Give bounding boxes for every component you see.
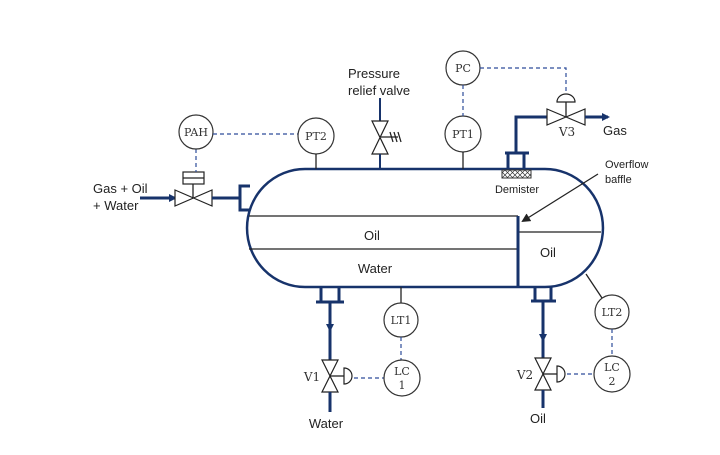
gas-outlet-nozzle — [505, 151, 529, 169]
water-outlet-label: Water — [309, 416, 344, 431]
gas-outlet-label: Gas — [603, 123, 627, 138]
pah-instrument: PAH — [178, 114, 214, 150]
prv-label-2: relief valve — [348, 83, 410, 98]
demister-label: Demister — [495, 184, 539, 196]
svg-text:2: 2 — [609, 375, 616, 388]
svg-text:LT1: LT1 — [391, 314, 412, 327]
lc1-instrument: LC 1 — [383, 359, 421, 397]
prv-label-1: Pressure — [348, 66, 400, 81]
inlet-flange — [238, 184, 250, 212]
svg-text:PT1: PT1 — [452, 128, 474, 141]
svg-text:LC: LC — [394, 365, 410, 378]
svg-text:PC: PC — [455, 62, 471, 75]
pt1-instrument: PT1 — [444, 115, 482, 153]
oil-outlet-nozzle — [531, 287, 556, 303]
inlet-label-2: + Water — [93, 198, 139, 213]
v1-label: V1 — [303, 370, 320, 384]
separator-vessel — [245, 167, 605, 289]
prv-spring-icon — [380, 131, 402, 143]
demister — [501, 169, 532, 179]
v3-label: V3 — [558, 125, 575, 139]
svg-text:PAH: PAH — [184, 126, 208, 139]
oil-chamber-label: Oil — [540, 245, 556, 260]
v2-actuator — [556, 365, 566, 383]
svg-text:LT2: LT2 — [602, 306, 623, 319]
v1-actuator — [343, 367, 353, 385]
pt2-instrument: PT2 — [297, 117, 335, 155]
water-outlet-nozzle — [316, 287, 344, 304]
v2-label: V2 — [516, 368, 533, 382]
v3-actuator — [556, 93, 576, 103]
svg-text:LC: LC — [604, 361, 620, 374]
lc2-instrument: LC 2 — [593, 355, 631, 393]
svg-text:1: 1 — [399, 379, 406, 392]
pc-instrument: PC — [445, 50, 481, 86]
water-layer-label: Water — [358, 261, 393, 276]
baffle-label-2: baffle — [605, 174, 632, 186]
inlet-label-1: Gas + Oil — [93, 181, 148, 196]
svg-text:PT2: PT2 — [305, 130, 327, 143]
baffle-label-1: Overflow — [605, 159, 648, 171]
lt1-instrument: LT1 — [383, 302, 419, 338]
lt2-instrument: LT2 — [594, 294, 630, 330]
oil-layer-label: Oil — [364, 228, 380, 243]
oil-outlet-label: Oil — [530, 411, 546, 426]
baffle-pointer — [521, 173, 599, 223]
